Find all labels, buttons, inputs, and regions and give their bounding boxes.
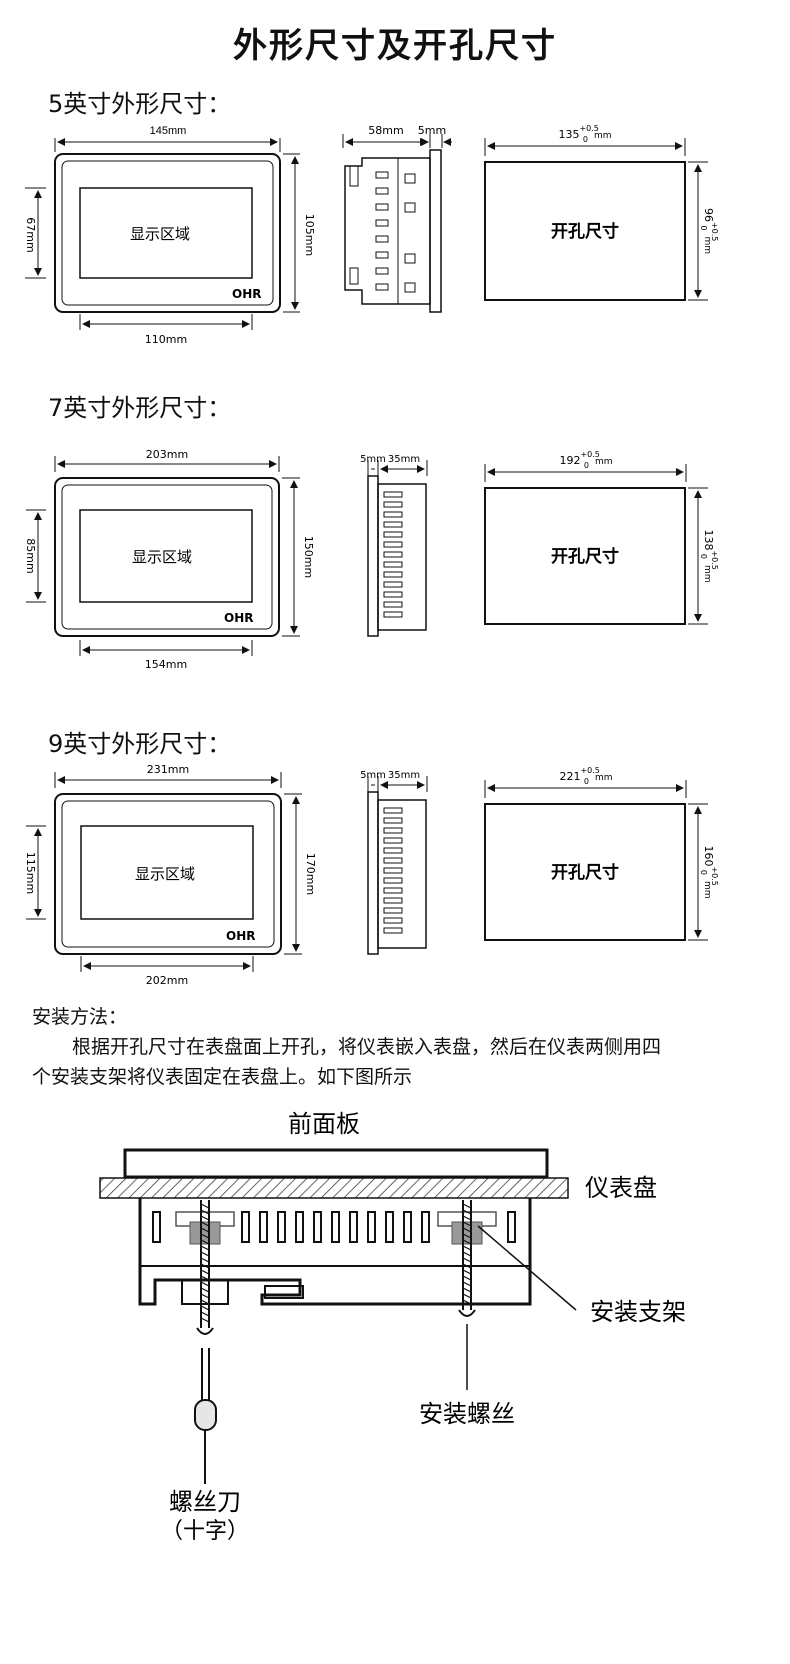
bracket-left xyxy=(175,1211,235,1245)
svg-text:192+0.50mm: 192+0.5 0 mm xyxy=(559,450,612,470)
cutout-height-base: 160 xyxy=(702,845,715,866)
dim-display-width: 202mm xyxy=(146,974,188,987)
label-screwdriver: 螺丝刀 xyxy=(169,1488,241,1516)
meter-panel xyxy=(99,1177,569,1199)
side-view-9in: 5mm 35mm xyxy=(360,770,428,955)
install-body-line2: 个安装支架将仪表固定在表盘上。如下图所示 xyxy=(32,1066,413,1088)
dim-display-height: 67mm xyxy=(24,217,37,252)
cutout-height-tol-upper: +0.5 xyxy=(710,866,719,885)
cutout-width-tol-lower: 0 xyxy=(584,461,589,470)
label-screwdriver-type: （十字） xyxy=(161,1519,249,1544)
dim-front-height: 105mm xyxy=(303,214,316,256)
cutout-width-tol-upper: +0.5 xyxy=(580,450,599,459)
screw-right xyxy=(458,1200,476,1390)
cutout-label: 开孔尺寸 xyxy=(551,546,619,567)
section-heading-9in: 9英寸外形尺寸： xyxy=(48,730,232,758)
display-area-label: 显示区域 xyxy=(130,225,190,243)
label-screw: 安装螺丝 xyxy=(419,1400,515,1428)
section-heading-7in: 7英寸外形尺寸： xyxy=(48,394,232,422)
cutout-width-tol-lower: 0 xyxy=(584,777,589,786)
brand-logo-text: OHR xyxy=(232,287,261,301)
cutout-width-tol-upper: +0.5 xyxy=(580,766,599,775)
front-panel xyxy=(123,1148,549,1179)
cutout-width-unit: mm xyxy=(595,457,613,467)
install-body-line1: 根据开孔尺寸在表盘面上开孔，将仪表嵌入表盘，然后在仪表两侧用四 xyxy=(72,1036,662,1058)
dim-front-height: 150mm xyxy=(302,536,315,578)
dim-front-height: 170mm xyxy=(304,853,317,895)
side-view-7in: 5mm 35mm xyxy=(360,454,428,637)
cutout-height-unit: mm xyxy=(702,236,712,254)
front-view-5in: 145mm 显示区域 OHR 67mm 105mm 110mm xyxy=(24,125,316,346)
dim-side-bezel: 5mm xyxy=(418,124,446,137)
label-meter-panel: 仪表盘 xyxy=(585,1174,657,1202)
cutout-height-base: 96 xyxy=(702,208,715,222)
dim-display-width: 110mm xyxy=(145,333,187,346)
display-area-label: 显示区域 xyxy=(135,865,195,883)
dim-side-depth: 58mm xyxy=(368,124,403,137)
cutout-height-tol-lower: 0 xyxy=(699,225,708,230)
svg-text:96+0.50mm: 96+0.50 mm xyxy=(699,208,719,254)
cutout-height-tol-lower: 0 xyxy=(699,554,708,559)
dim-front-width: 203mm xyxy=(146,448,188,461)
cutout-height-unit: mm xyxy=(702,881,712,899)
cutout-width-base: 221 xyxy=(559,770,580,783)
svg-text:138+0.50mm: 138+0.50 mm xyxy=(699,529,719,582)
dim-side-depth: 35mm xyxy=(388,770,420,781)
cutout-label: 开孔尺寸 xyxy=(551,221,619,242)
dimension-drawing-5in: 145mm 显示区域 OHR 67mm 105mm 110mm 58mm 5mm xyxy=(24,124,719,346)
cutout-height-unit: mm xyxy=(702,565,712,583)
bracket-right xyxy=(437,1211,497,1245)
dim-front-width: 231mm xyxy=(147,763,189,776)
cutout-width-unit: mm xyxy=(595,773,613,783)
dimension-drawing-7in: 203mm 显示区域 OHR 85mm 150mm 154mm 5mm 35mm xyxy=(24,448,719,671)
dim-side-bezel: 5mm xyxy=(360,454,386,465)
screw-left xyxy=(196,1200,214,1335)
svg-text:221+0.50mm: 221+0.5 0 mm xyxy=(559,766,612,786)
front-view-7in: 203mm 显示区域 OHR 85mm 150mm 154mm xyxy=(24,448,315,671)
install-heading: 安装方法： xyxy=(32,1006,128,1028)
dim-side-bezel: 5mm xyxy=(360,770,386,781)
cutout-height-tol-upper: +0.5 xyxy=(710,222,719,241)
cutout-label: 开孔尺寸 xyxy=(551,862,619,883)
cutout-width-tol-upper: +0.5 xyxy=(579,124,598,133)
cutout-width-base: 135 xyxy=(558,128,579,141)
brand-logo-text: OHR xyxy=(224,611,253,625)
cutout-height-base: 138 xyxy=(702,529,715,550)
section-heading-5in: 5英寸外形尺寸： xyxy=(48,90,232,118)
dimension-drawing-9in: 231mm 显示区域 OHR 115mm 170mm 202mm 5mm 35m… xyxy=(24,763,719,987)
dim-display-width: 154mm xyxy=(145,658,187,671)
page-title: 外形尺寸及开孔尺寸 xyxy=(233,26,557,66)
label-front-panel: 前面板 xyxy=(288,1110,360,1138)
display-area-label: 显示区域 xyxy=(132,548,192,566)
cutout-width-unit: mm xyxy=(594,131,612,141)
cutout-width-tol-lower: 0 xyxy=(583,135,588,144)
side-view-5in: 58mm 5mm xyxy=(342,124,452,313)
front-view-9in: 231mm 显示区域 OHR 115mm 170mm 202mm xyxy=(24,763,317,987)
cutout-height-tol-lower: 0 xyxy=(699,870,708,875)
cutout-height-tol-upper: +0.5 xyxy=(710,550,719,569)
dim-front-width: 145mm xyxy=(150,125,187,137)
installation-diagram: 前面板 仪表盘 螺丝刀 xyxy=(99,1110,686,1544)
label-bracket: 安装支架 xyxy=(590,1298,686,1326)
dim-display-height: 85mm xyxy=(24,538,37,573)
cutout-width-base: 192 xyxy=(559,454,580,467)
svg-text:160+0.50mm: 160+0.50 mm xyxy=(699,845,719,898)
brand-logo-text: OHR xyxy=(226,929,255,943)
screwdriver xyxy=(194,1348,217,1484)
dim-side-depth: 35mm xyxy=(388,454,420,465)
svg-text:135+0.50mm: 135+0.5 0 mm xyxy=(558,124,611,144)
dim-display-height: 115mm xyxy=(24,852,37,894)
